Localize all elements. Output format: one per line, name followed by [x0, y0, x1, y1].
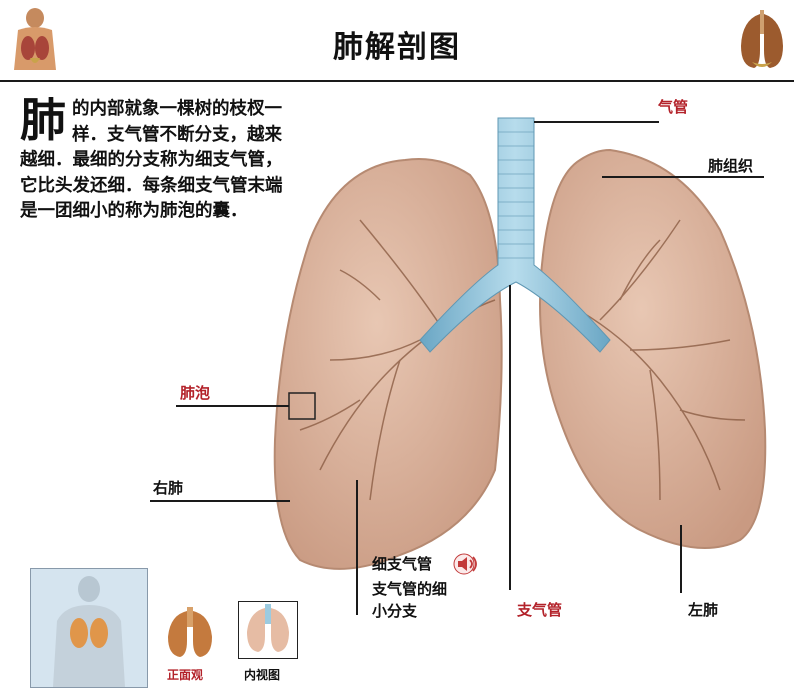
left-lung-leader	[680, 525, 682, 593]
alveoli-leader	[176, 405, 289, 407]
bronchiole-leader	[356, 480, 358, 615]
bronchiole-label-line1: 细支气管	[372, 553, 432, 574]
alveoli-label: 肺泡	[180, 382, 210, 403]
front-view-lungs-icon[interactable]	[160, 605, 220, 661]
trachea-label: 气管	[658, 96, 688, 117]
bronchus-label: 支气管	[517, 599, 562, 620]
right-lung-shape	[275, 159, 502, 569]
front-view-label[interactable]: 正面观	[167, 666, 203, 683]
bronchiole-label-line3: 小分支	[372, 600, 417, 621]
body-figure-icon	[31, 569, 147, 687]
right-lung-leader	[150, 500, 290, 502]
trachea-leader	[534, 121, 659, 123]
lung-tissue-leader	[602, 176, 764, 178]
speaker-icon[interactable]	[452, 552, 482, 576]
right-lung-label: 右肺	[153, 477, 183, 498]
lung-tissue-label: 肺组织	[708, 155, 753, 176]
left-lung-label: 左肺	[688, 599, 718, 620]
bronchiole-label-line2: 支气管的细	[372, 578, 447, 599]
body-thumbnail[interactable]	[30, 568, 148, 688]
inner-view-label[interactable]: 内视图	[244, 666, 280, 683]
inner-view-lungs-icon	[239, 602, 297, 658]
bronchus-leader	[509, 285, 511, 590]
inner-view-thumbnail[interactable]	[238, 601, 298, 659]
